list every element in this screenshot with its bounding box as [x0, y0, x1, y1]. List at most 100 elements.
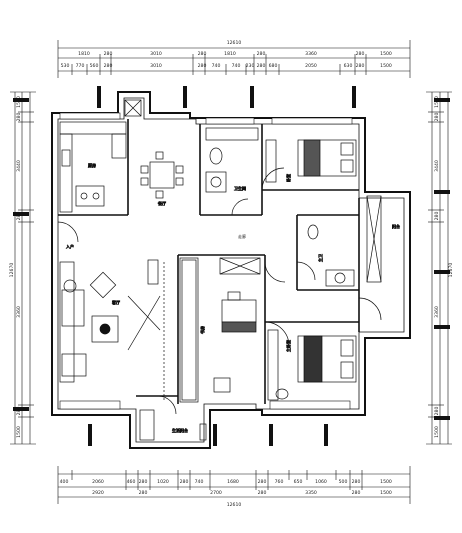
dining-chair — [175, 177, 184, 186]
axis-marker-right-1 — [434, 98, 450, 102]
master-basin — [325, 269, 355, 287]
axis-marker-right-2 — [434, 190, 450, 194]
dim-top-total: 12610 — [227, 40, 242, 46]
room-label-balcony-right: 阳台 — [392, 223, 400, 229]
living-diagonal-1 — [127, 295, 161, 331]
dim-top-outer-1: 280 — [104, 51, 113, 57]
dim-top-inner-7: 740 — [232, 63, 241, 69]
axis-marker-right-4 — [434, 325, 450, 329]
entry: 入户 — [57, 221, 79, 249]
bathroom-door-swing — [231, 198, 249, 216]
pillow-top-2 — [340, 159, 354, 173]
dim-top-outer-5: 280 — [257, 51, 266, 57]
top-dimension-lines — [57, 40, 411, 78]
dim-top-outer-8: 1500 — [380, 51, 392, 57]
balcony-cabinet — [366, 195, 382, 283]
dining-table — [149, 161, 175, 189]
dim-top-inner-4: 3010 — [150, 63, 162, 69]
dim-bottom-inner-12: 500 — [339, 479, 348, 485]
dining-area: 餐厅 — [140, 151, 184, 206]
study-bookshelf — [179, 257, 199, 403]
dim-bottom-inner-4: 1020 — [157, 479, 169, 485]
dim-top-outer-6: 3360 — [305, 51, 317, 57]
axis-marker-top-4 — [352, 86, 356, 108]
dining-chair — [155, 151, 164, 160]
coffee-table-decor — [99, 323, 111, 335]
master-bedroom: 主卧室 — [264, 321, 357, 401]
dim-bottom-outer-5: 280 — [352, 490, 361, 496]
windows — [59, 112, 353, 410]
dim-left-1: 280 — [16, 113, 22, 122]
master-bath-door-swing — [296, 261, 316, 281]
dim-right-2: 3440 — [434, 160, 440, 172]
pillow-master-2 — [340, 361, 354, 379]
dim-right-total: 12670 — [448, 263, 454, 278]
axis-marker-top-3 — [250, 86, 254, 108]
balcony-bottom-fixture — [199, 423, 207, 441]
right-dimension-lines — [426, 91, 452, 445]
wardrobe-master — [267, 329, 279, 401]
dim-right-1: 280 — [434, 113, 440, 122]
dim-top-inner-11: 2050 — [305, 63, 317, 69]
axis-marker-left-3 — [13, 407, 29, 411]
axis-markers — [13, 86, 450, 446]
balcony-right: 阳台 — [358, 195, 400, 321]
toilet-icon — [209, 147, 223, 165]
kitchen: 厨房 — [59, 121, 127, 213]
dim-bottom-inner-7: 1680 — [227, 479, 239, 485]
washbasin — [205, 171, 227, 193]
kitchen-top-fixtures — [124, 99, 142, 117]
bedroom-top: 卧室 — [261, 139, 357, 191]
dim-bottom-outer-3: 280 — [258, 490, 267, 496]
sofa-chaise — [61, 289, 85, 327]
room-label-master-bedroom: 主卧室 — [285, 340, 291, 352]
room-label-study: 书房 — [199, 326, 205, 334]
dim-bottom-inner-13: 280 — [352, 479, 361, 485]
dim-bottom-outer-6: 1500 — [380, 490, 392, 496]
dim-bottom-inner-5: 280 — [180, 479, 189, 485]
bathroom: 卫生间 — [205, 127, 259, 216]
dim-top-outer-4: 1810 — [224, 51, 236, 57]
interior-walls — [58, 119, 360, 404]
dim-bottom-outer-4: 3350 — [305, 490, 317, 496]
bottom-dimension-text: 400 2060 460 280 1020 280 740 1680 280 7… — [60, 479, 392, 508]
dim-top-inner-8: 230 — [246, 63, 255, 69]
master-toilet-icon — [307, 224, 319, 240]
dim-right-3: 280 — [434, 212, 440, 221]
room-label-entry: 入户 — [66, 243, 74, 249]
axis-marker-top-2 — [183, 86, 187, 108]
dim-bottom-inner-6: 740 — [195, 479, 204, 485]
window-kitchen — [59, 112, 121, 120]
dim-top-inner-2: 560 — [90, 63, 99, 69]
study-chair — [227, 291, 241, 301]
study-armchair — [213, 377, 231, 393]
left-dimension-text: 12670 1560 280 3440 280 3360 280 1500 — [9, 96, 22, 438]
dim-bottom-inner-9: 760 — [275, 479, 284, 485]
dim-top-inner-0: 530 — [61, 63, 70, 69]
dim-right-5: 280 — [434, 407, 440, 416]
dim-bottom-inner-8: 280 — [258, 479, 267, 485]
exterior-wall-inner — [57, 97, 405, 443]
dim-bottom-outer-1: 280 — [139, 490, 148, 496]
dim-right-4: 3360 — [434, 306, 440, 318]
dim-bottom-inner-0: 400 — [60, 479, 69, 485]
master-door-swing — [264, 321, 290, 347]
study-bookshelf-inner — [181, 259, 197, 401]
dining-chair — [155, 190, 164, 199]
master-lamp-icon — [275, 388, 289, 400]
bathroom-cabinet — [205, 127, 259, 141]
dim-top-inner-10: 680 — [269, 63, 278, 69]
bed-top — [297, 139, 357, 177]
dim-left-total: 12670 — [9, 263, 15, 278]
study-desk-shelf — [221, 321, 257, 333]
bed-master — [297, 335, 357, 383]
burner-icon — [80, 192, 88, 200]
dim-bottom-inner-1: 2060 — [92, 479, 104, 485]
kitchen-counter-top — [59, 121, 127, 135]
room-label-living: 客厅 — [112, 299, 120, 305]
dining-chair — [140, 177, 149, 186]
dining-chair — [175, 165, 184, 174]
window-living — [59, 400, 121, 410]
burner-icon — [92, 192, 100, 200]
